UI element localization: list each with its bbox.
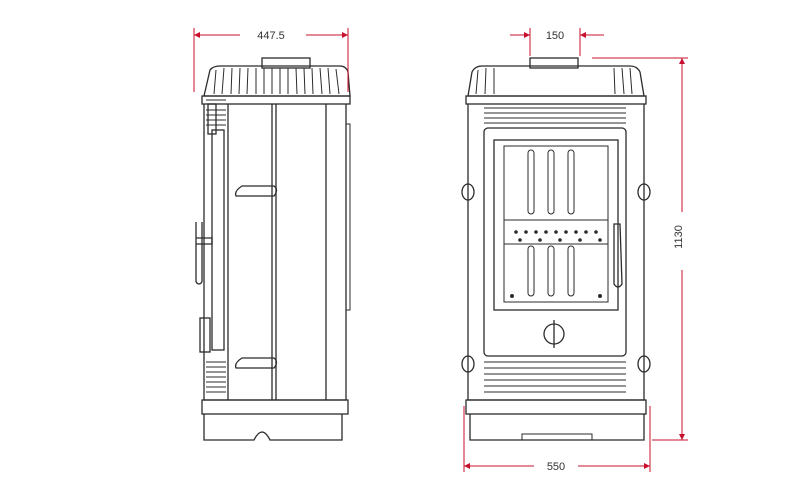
side-lower-hinge: [234, 357, 278, 369]
front-top-crown: [467, 65, 645, 97]
side-lower-ribs: [206, 99, 226, 393]
side-ash-door-latch: [199, 317, 211, 353]
front-lower-ribs: [484, 361, 626, 393]
side-upper-hinge: [234, 185, 278, 197]
front-upper-ribs: [484, 107, 626, 124]
side-rear-bracket: [345, 123, 351, 311]
side-door-handle: [195, 222, 213, 285]
flue-diameter-label: 150: [546, 30, 564, 42]
front-grate-band: [503, 219, 609, 245]
front-door-frame: [483, 127, 627, 357]
front-firebox-slots: [527, 149, 575, 297]
side-body: [203, 104, 347, 401]
side-depth-label: 447.5: [257, 30, 285, 42]
side-top-crown: [203, 65, 351, 97]
total-height-label: 1130: [673, 225, 685, 249]
front-firebox: [503, 145, 609, 303]
side-base-band: [201, 399, 349, 415]
front-base-plinth: [469, 414, 645, 441]
front-side-pins: [461, 183, 651, 373]
side-flue-collar: [261, 57, 311, 69]
side-base-foot: [203, 414, 343, 441]
front-width-label: 550: [547, 461, 565, 473]
front-flue-collar: [529, 57, 579, 69]
front-door-glass: [493, 139, 619, 311]
dimension-lines: [193, 28, 688, 472]
front-view: [461, 57, 651, 441]
dimension-labels: 447.5 150 1130 550: [257, 30, 685, 473]
front-top-band: [465, 95, 647, 105]
side-crown-ribs: [213, 67, 340, 95]
front-base-band: [465, 399, 647, 415]
side-view: [195, 57, 351, 441]
front-door-handle: [613, 223, 623, 288]
front-grate-holes: [510, 230, 602, 298]
front-base-slot: [521, 433, 593, 441]
front-crown-ribs: [475, 67, 633, 95]
front-air-control-knob: [543, 320, 565, 348]
side-door-panel: [211, 129, 225, 351]
